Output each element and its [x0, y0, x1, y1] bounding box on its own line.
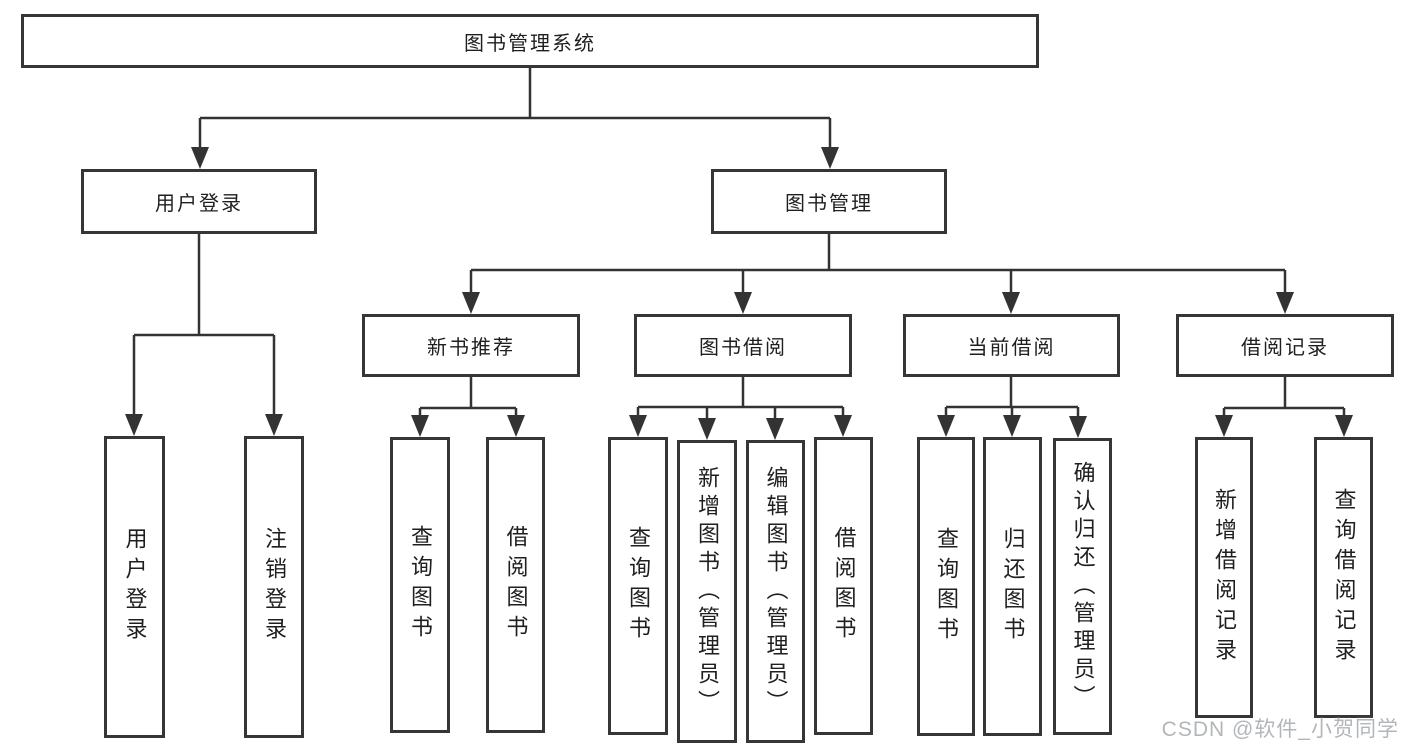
leaf-cur-confirm-return-admin: 确认归还（管理员）	[1053, 438, 1112, 735]
leaf-cur-confirm-return-admin-label: 确认归还（管理员）	[1070, 460, 1096, 713]
leaf-rec-query-record-label: 查询借阅记录	[1331, 487, 1357, 668]
leaf-bw-edit-books-admin: 编辑图书（管理员）	[746, 440, 805, 743]
node-new-book-recommend: 新书推荐	[362, 314, 580, 377]
leaf-bw-query-books-label: 查询图书	[626, 526, 651, 646]
node-book-borrowing: 图书借阅	[634, 314, 852, 377]
leaf-nb-borrow-books-label: 借阅图书	[503, 525, 529, 645]
node-user-login: 用户登录	[81, 169, 317, 234]
node-current-borrowing: 当前借阅	[903, 314, 1120, 377]
leaf-bw-borrow-books: 借阅图书	[814, 437, 873, 735]
leaf-logout-label: 注销登录	[262, 527, 287, 647]
leaf-bw-borrow-books-label: 借阅图书	[831, 526, 857, 646]
leaf-cur-return-books: 归还图书	[983, 437, 1042, 736]
watermark: CSDN @软件_小贺同学	[1161, 718, 1399, 741]
leaf-cur-query-books-label: 查询图书	[934, 526, 959, 647]
leaf-nb-borrow-books: 借阅图书	[486, 437, 545, 733]
arrowheads	[125, 147, 1353, 440]
leaf-bw-query-books: 查询图书	[608, 437, 668, 735]
leaf-nb-query-books-label: 查询图书	[408, 525, 433, 645]
leaf-user-login: 用户登录	[104, 436, 165, 738]
node-borrow-records: 借阅记录	[1176, 314, 1394, 377]
leaf-rec-add-record-label: 新增借阅记录	[1212, 487, 1237, 668]
leaf-rec-add-record: 新增借阅记录	[1195, 437, 1253, 718]
node-book-management: 图书管理	[711, 169, 947, 234]
leaf-user-login-label: 用户登录	[122, 527, 148, 647]
leaf-logout: 注销登录	[244, 436, 304, 738]
leaf-bw-add-books-admin-label: 新增图书（管理员）	[695, 465, 720, 718]
leaf-rec-query-record: 查询借阅记录	[1314, 437, 1373, 718]
node-library-system: 图书管理系统	[21, 14, 1039, 68]
leaf-nb-query-books: 查询图书	[390, 437, 450, 733]
leaf-cur-query-books: 查询图书	[917, 437, 975, 736]
leaf-bw-add-books-admin: 新增图书（管理员）	[677, 440, 737, 743]
leaf-bw-edit-books-admin-label: 编辑图书（管理员）	[763, 465, 789, 718]
leaf-cur-return-books-label: 归还图书	[1000, 526, 1026, 647]
